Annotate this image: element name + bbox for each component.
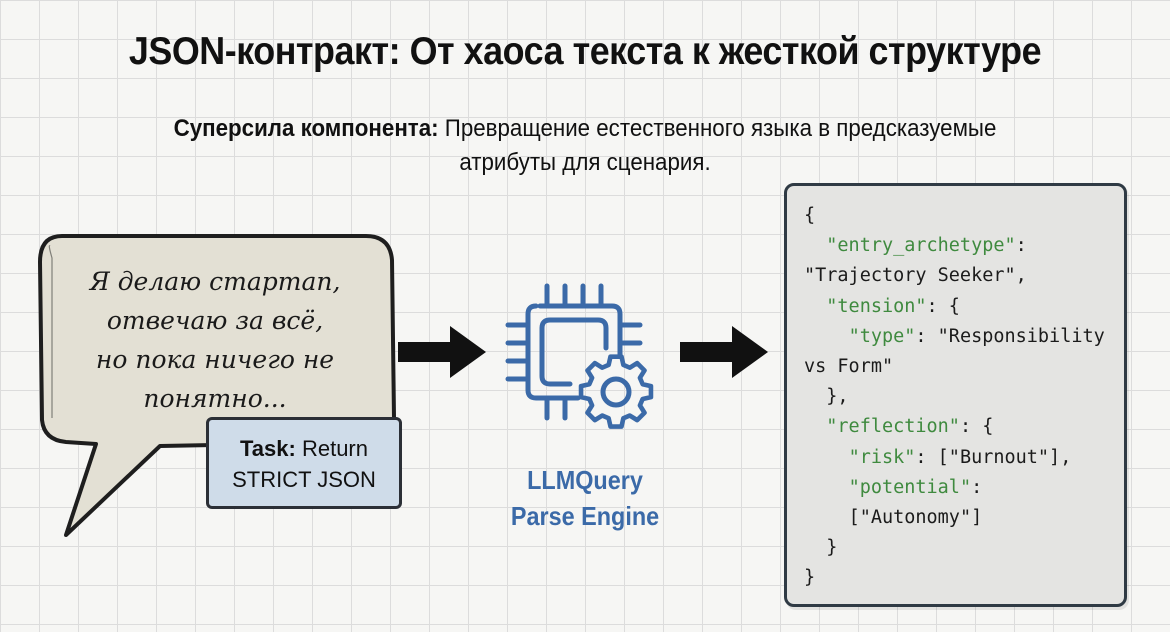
json-key: "risk" <box>848 446 916 468</box>
page-title: JSON-контракт: От хаоса текста к жесткой… <box>128 30 1042 73</box>
json-value: ["Autonomy"] <box>848 507 983 529</box>
engine-label: LLMQuery Parse Engine <box>482 462 689 534</box>
json-value: vs Form" <box>804 356 894 378</box>
code-token: } <box>804 567 816 589</box>
chip-gear-icon <box>505 283 654 429</box>
json-value: "Responsibility <box>937 325 1105 347</box>
json-code-panel <box>784 183 1127 607</box>
arrow-right-icon <box>398 326 486 378</box>
bubble-quote: Я делаю стартап, отвечаю за всё, но пока… <box>70 262 360 418</box>
task-text-1: Return <box>295 436 368 461</box>
json-value: ["Burnout"], <box>937 446 1072 468</box>
bubble-line: понятно... <box>143 384 287 413</box>
json-code: { "entry_archetype": "Trajectory Seeker"… <box>804 205 1105 589</box>
subtitle-text-2: атрибуты для сценария. <box>459 149 711 176</box>
speech-bubble <box>38 234 396 537</box>
json-key: "entry_archetype" <box>826 235 1016 257</box>
json-key: "tension" <box>826 295 927 317</box>
bubble-line: отвечаю за всё, <box>106 306 324 335</box>
subtitle-text-1: Превращение естественного языка в предск… <box>438 115 997 142</box>
json-value: "Trajectory Seeker", <box>804 265 1027 287</box>
json-key: "potential" <box>848 476 972 498</box>
subtitle-bold: Суперсила компонента: <box>173 115 439 142</box>
arrow-right-icon <box>680 326 768 378</box>
task-text-2: STRICT JSON <box>232 467 376 492</box>
task-bold: Task: <box>240 436 296 461</box>
subtitle: Суперсила компонента: Превращение естест… <box>143 112 1027 180</box>
bubble-line: но пока ничего не <box>95 345 335 374</box>
bubble-line: Я делаю стартап, <box>89 267 341 296</box>
json-key: "type" <box>848 325 916 347</box>
code-token: } <box>826 537 838 559</box>
json-key: "reflection" <box>826 416 960 438</box>
code-token: { <box>804 205 816 226</box>
engine-label-line-2: Parse Engine <box>510 501 660 531</box>
task-box: Task: Return STRICT JSON <box>206 417 402 509</box>
code-token: }, <box>826 386 849 408</box>
engine-label-line-1: LLMQuery <box>527 465 643 495</box>
